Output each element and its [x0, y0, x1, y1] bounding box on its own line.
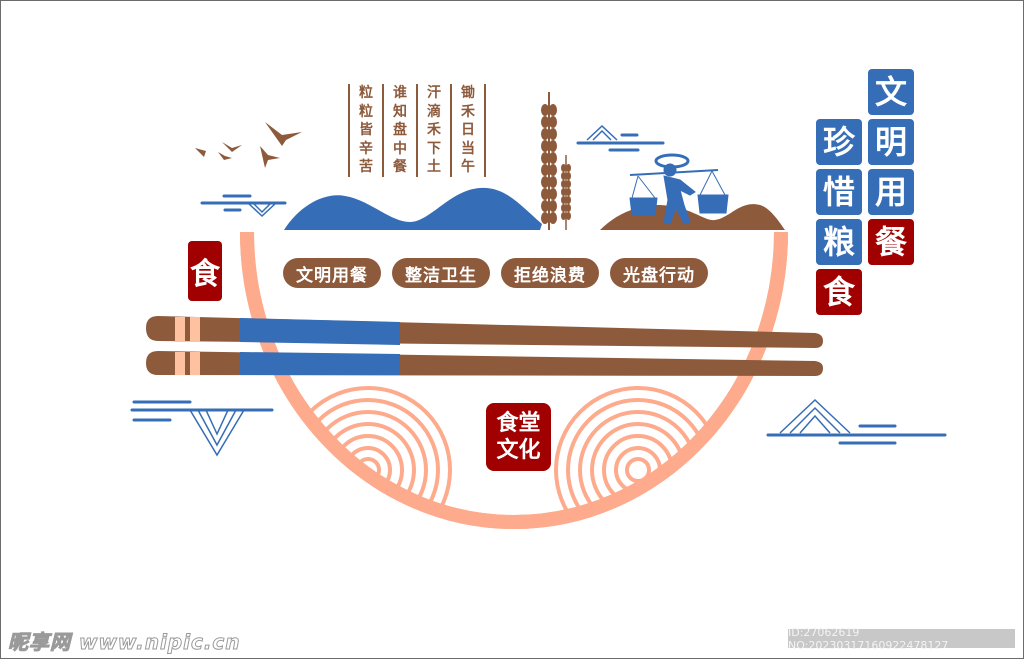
title-column-left: 珍 惜 粮 食 [816, 119, 862, 315]
wheat-icon [541, 92, 571, 230]
farmer-carrying-baskets-icon [629, 153, 729, 225]
image-id-label: ID:27062619 NO:20230317160922478127 [788, 626, 1015, 652]
poem-char: 下 [427, 140, 441, 157]
title-tile: 用 [868, 169, 914, 215]
mound-icon [600, 204, 785, 230]
poem-char: 汗 [427, 85, 441, 101]
title-tile: 粮 [816, 219, 862, 265]
poem-char: 谁 [393, 85, 407, 101]
slogan-pill: 光盘行动 [610, 258, 708, 288]
poem-char: 午 [461, 159, 475, 175]
poem-char: 土 [427, 159, 441, 175]
poem-char: 辛 [359, 140, 373, 157]
mountain-icon [284, 187, 542, 230]
chopsticks-icon [146, 316, 823, 376]
poem-char: 滴 [427, 103, 441, 120]
title-tile: 文 [868, 69, 914, 115]
title-tile: 食 [816, 269, 862, 315]
mountain-icon [189, 124, 851, 457]
poem-char: 盘 [393, 122, 407, 138]
poem-char: 锄 [461, 85, 475, 101]
poem-char: 禾 [427, 122, 441, 138]
birds-icon [195, 122, 302, 168]
slogan-pill: 整洁卫生 [392, 258, 490, 288]
seal-stamp: 食 [188, 241, 222, 301]
poem-char: 当 [461, 140, 475, 157]
title-tile: 惜 [816, 169, 862, 215]
cloud-icon [130, 133, 947, 445]
slogan-pill: 拒绝浪费 [501, 258, 599, 288]
canteen-culture-badge: 食堂 文化 [486, 403, 551, 471]
poem-char: 知 [393, 103, 407, 120]
poem-column: 锄 禾 日 当 午 [450, 84, 486, 177]
title-tile: 明 [868, 119, 914, 165]
title-tile: 餐 [868, 219, 914, 265]
slogan-row: 文明用餐 整洁卫生 拒绝浪费 光盘行动 [283, 258, 708, 288]
poem-char: 粒 [359, 85, 373, 101]
poem-char: 苦 [359, 159, 373, 175]
poem-char: 中 [393, 140, 407, 157]
slogan-pill: 文明用餐 [283, 258, 381, 288]
poem-column: 谁 知 盘 中 餐 [382, 84, 416, 177]
poem-char: 皆 [359, 122, 373, 138]
poem-column: 粒 粒 皆 辛 苦 [348, 84, 382, 177]
title-column-right: 文 明 用 餐 [868, 69, 914, 265]
site-watermark: 昵享网 www.nipic.cn [8, 630, 241, 655]
title-tile: 珍 [816, 119, 862, 165]
badge-line: 食堂 [496, 411, 541, 436]
poem-block: 锄 禾 日 当 午 汗 滴 禾 下 土 谁 知 盘 中 餐 粒 粒 皆 辛 苦 [348, 84, 486, 177]
poem-char: 日 [461, 122, 475, 138]
poem-char: 粒 [359, 103, 373, 120]
badge-line: 文化 [496, 438, 541, 463]
poem-column: 汗 滴 禾 下 土 [416, 84, 450, 177]
poem-char: 餐 [393, 159, 407, 175]
poem-char: 禾 [461, 103, 475, 120]
